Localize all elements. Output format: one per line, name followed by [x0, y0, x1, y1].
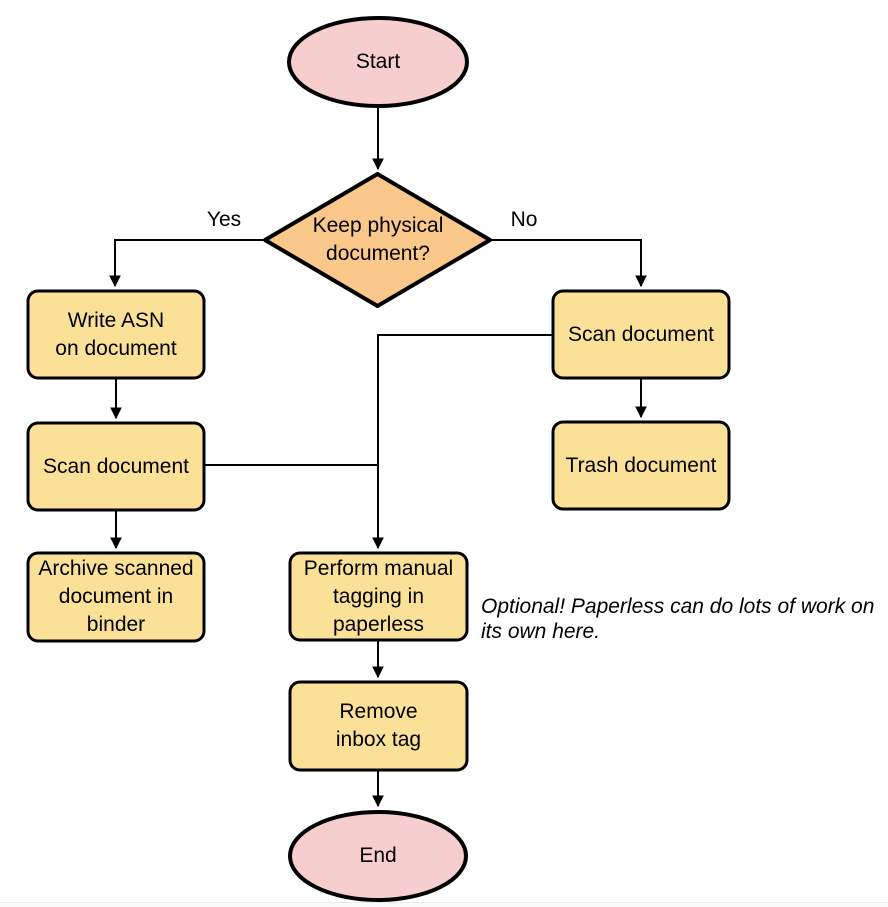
- edge-decision-no-to-scan-right: [491, 239, 647, 288]
- edge-decision-yes-to-write-asn: [109, 239, 264, 288]
- archive-node-shape: [26, 551, 206, 643]
- scan-right-node-label: Scan document: [568, 322, 714, 346]
- page-background-strip: [0, 902, 888, 907]
- decision-node-label: Keep physical document?: [312, 214, 444, 265]
- trash-node-shape: [551, 420, 731, 511]
- write-asn-node-label: Write ASN on document: [55, 308, 177, 360]
- write-asn-node-shape: [26, 289, 206, 380]
- optional-note-text: Optional! Paperless can do lots of work …: [481, 595, 875, 643]
- yes-branch-label: Yes: [206, 208, 242, 231]
- archive-node-label: Archive scanned document in binder: [38, 557, 194, 636]
- decision-node-shape: [263, 172, 492, 308]
- no-branch-label: No: [510, 208, 538, 231]
- end-node-shape: [288, 810, 468, 902]
- scan-right-node-shape: [551, 289, 731, 380]
- start-node-label: Start: [355, 50, 401, 73]
- trash-node-label: Trash document: [565, 453, 717, 477]
- remove-inbox-node-shape: [288, 680, 469, 772]
- end-node-label: End: [359, 844, 397, 867]
- start-node-shape: [287, 16, 469, 108]
- tagging-node-shape: [288, 551, 469, 642]
- edge-scan-right-to-tagging: [372, 334, 552, 550]
- scan-left-node-label: Scan document: [43, 454, 189, 478]
- tagging-node-label: Perform manual tagging in paperless: [303, 556, 454, 636]
- scan-left-node-shape: [26, 421, 206, 512]
- remove-inbox-node-label: Remove inbox tag: [335, 700, 422, 751]
